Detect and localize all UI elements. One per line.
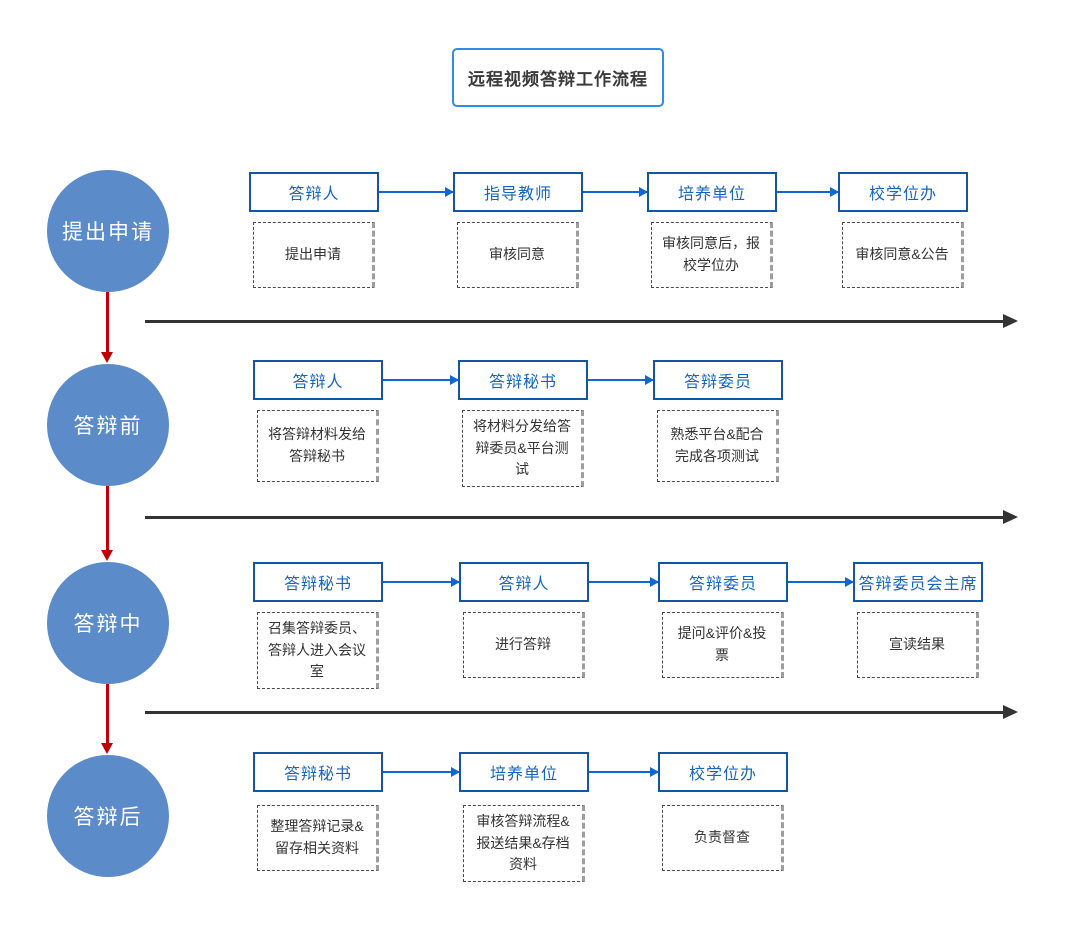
role-box: 培养单位 bbox=[459, 752, 589, 792]
role-box: 答辩委员 bbox=[658, 562, 788, 602]
flow-node: 答辩秘书 召集答辩委员、答辩人进入会议室 bbox=[253, 562, 383, 690]
flow-arrow bbox=[788, 577, 854, 587]
flow-arrow bbox=[383, 577, 460, 587]
task-box: 提出申请 bbox=[253, 222, 375, 288]
phase-circle-apply: 提出申请 bbox=[47, 170, 169, 292]
task-box: 审核答辩流程&报送结果&存档资料 bbox=[463, 805, 585, 883]
phase-circle-before-defense: 答辩前 bbox=[47, 364, 169, 486]
phase-label: 答辩前 bbox=[73, 415, 143, 438]
task-box: 熟悉平台&配合完成各项测试 bbox=[657, 410, 779, 482]
flow-node: 答辩人 进行答辩 bbox=[459, 562, 589, 678]
role-box: 答辩秘书 bbox=[253, 562, 383, 602]
flow-node: 答辩秘书 整理答辩记录&留存相关资料 bbox=[253, 752, 383, 871]
flow-node: 答辩委员 熟悉平台&配合完成各项测试 bbox=[653, 360, 783, 482]
phase-circle-after-defense: 答辩后 bbox=[47, 755, 169, 877]
flow-node: 答辩人 提出申请 bbox=[249, 172, 379, 288]
phase-label: 提出申请 bbox=[62, 221, 154, 244]
flow-arrow bbox=[383, 375, 459, 385]
role-box: 答辩委员 bbox=[653, 360, 783, 400]
task-box: 召集答辩委员、答辩人进入会议室 bbox=[257, 612, 379, 690]
flow-node: 培养单位 审核同意后，报校学位办 bbox=[647, 172, 777, 288]
flow-node: 校学位办 审核同意&公告 bbox=[838, 172, 968, 288]
phase-label: 答辩中 bbox=[73, 613, 143, 636]
role-box: 校学位办 bbox=[838, 172, 968, 212]
task-box: 将答辩材料发给答辩秘书 bbox=[257, 410, 379, 482]
flow-node: 指导教师 审核同意 bbox=[453, 172, 583, 288]
flow-arrow bbox=[589, 767, 659, 777]
flow-arrow bbox=[588, 375, 654, 385]
role-box: 培养单位 bbox=[647, 172, 777, 212]
diagram-title-box: 远程视频答辩工作流程 bbox=[452, 48, 664, 107]
task-box: 审核同意后，报校学位办 bbox=[651, 222, 773, 288]
task-box: 审核同意&公告 bbox=[842, 222, 964, 288]
role-box: 答辩人 bbox=[459, 562, 589, 602]
phase-separator-arrow bbox=[145, 314, 1018, 328]
red-down-arrow bbox=[101, 292, 113, 363]
flow-node: 答辩委员会主席 宣读结果 bbox=[853, 562, 983, 678]
flow-arrow bbox=[777, 187, 839, 197]
flow-arrow bbox=[383, 767, 460, 777]
phase-separator-arrow bbox=[145, 705, 1018, 719]
phase-label: 答辩后 bbox=[73, 806, 143, 829]
task-box: 提问&评价&投票 bbox=[662, 612, 784, 678]
phase-separator-arrow bbox=[145, 510, 1018, 524]
task-box: 进行答辩 bbox=[463, 612, 585, 678]
role-box: 答辩人 bbox=[249, 172, 379, 212]
role-box: 答辩秘书 bbox=[458, 360, 588, 400]
phase-circle-during-defense: 答辩中 bbox=[47, 562, 169, 684]
flow-arrow bbox=[589, 577, 659, 587]
role-box: 答辩秘书 bbox=[253, 752, 383, 792]
role-box: 答辩人 bbox=[253, 360, 383, 400]
flow-arrow bbox=[583, 187, 648, 197]
flow-node: 答辩人 将答辩材料发给答辩秘书 bbox=[253, 360, 383, 482]
diagram-title: 远程视频答辩工作流程 bbox=[468, 70, 648, 89]
role-box: 指导教师 bbox=[453, 172, 583, 212]
task-box: 将材料分发给答辩委员&平台测试 bbox=[462, 410, 584, 488]
flow-node: 校学位办 负责督查 bbox=[658, 752, 788, 871]
task-box: 整理答辩记录&留存相关资料 bbox=[257, 805, 379, 871]
flow-node: 培养单位 审核答辩流程&报送结果&存档资料 bbox=[459, 752, 589, 883]
task-box: 宣读结果 bbox=[857, 612, 979, 678]
task-box: 审核同意 bbox=[457, 222, 579, 288]
flow-node: 答辩委员 提问&评价&投票 bbox=[658, 562, 788, 678]
role-box: 校学位办 bbox=[658, 752, 788, 792]
role-box: 答辩委员会主席 bbox=[853, 562, 983, 602]
red-down-arrow bbox=[101, 486, 113, 561]
flow-arrow bbox=[379, 187, 454, 197]
flow-node: 答辩秘书 将材料分发给答辩委员&平台测试 bbox=[458, 360, 588, 488]
red-down-arrow bbox=[101, 684, 113, 754]
task-box: 负责督查 bbox=[662, 805, 784, 871]
